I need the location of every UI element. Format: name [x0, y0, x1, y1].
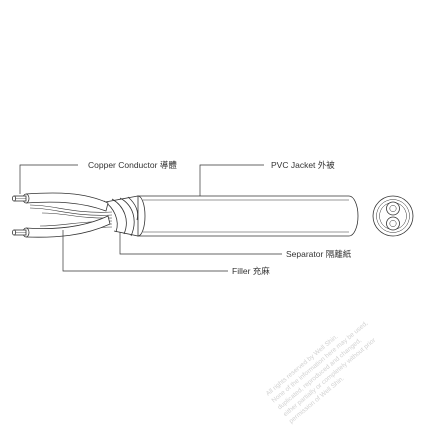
leader-lines: [19, 164, 282, 272]
separator-wrap: [99, 195, 139, 237]
leader-copper-conductor: [19, 164, 78, 194]
label-pvc-jacket: PVC Jacket 外被: [271, 160, 335, 170]
leader-pvc-jacket: [199, 164, 264, 196]
leader-separator: [119, 232, 282, 255]
leader-filler: [62, 230, 228, 272]
copyright-watermark: All rights reserved by Well Shin. None o…: [265, 320, 378, 425]
label-filler: Filler 充麻: [232, 266, 270, 276]
label-copper-conductor: Copper Conductor 導體: [88, 160, 177, 170]
cable-cross-section: [372, 195, 414, 237]
conductor-lower: [11, 215, 111, 238]
label-separator: Separator 隔離紙: [286, 249, 352, 259]
conductor-upper: [11, 192, 109, 212]
pvc-jacket: [130, 195, 359, 237]
cable-side-view: [11, 192, 359, 238]
